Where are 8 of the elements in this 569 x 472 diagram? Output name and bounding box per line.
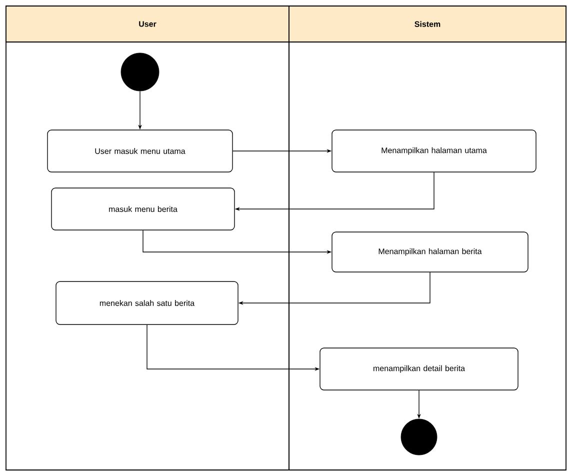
- activity-box: Menampilkan halaman utama: [332, 130, 536, 172]
- activity-box: Menampilkan halaman berita: [332, 232, 528, 272]
- filled-circle: [120, 52, 160, 92]
- activity-box: menampilkan detail berita: [320, 348, 518, 390]
- activity-box: menekan salah satu berita: [56, 281, 238, 325]
- activity-box: User masuk menu utama: [47, 130, 233, 172]
- activity-box: masuk menu berita: [51, 188, 235, 230]
- filled-circle: [400, 418, 438, 456]
